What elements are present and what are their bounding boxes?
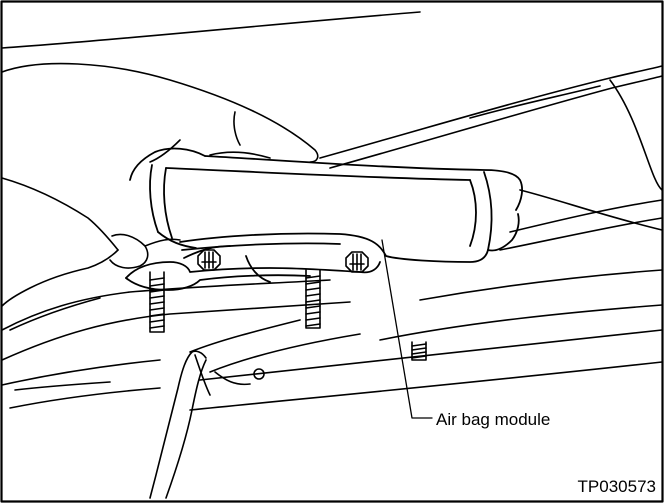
- instrument-panel-frame: [1, 279, 361, 409]
- mounting-stud-left: [149, 271, 165, 333]
- dashboard-panel: [189, 79, 663, 411]
- mounting-stud-right: [411, 341, 427, 361]
- air-bag-module-label: Air bag module: [436, 410, 551, 429]
- mounting-hole: [253, 368, 265, 380]
- right-hand: [149, 350, 207, 499]
- callout-leader-line: [381, 239, 433, 419]
- figure-code: TP030573: [577, 477, 656, 496]
- air-bag-module: [125, 147, 523, 291]
- bracket-nut-left: [197, 249, 221, 271]
- bracket-nut-right: [345, 251, 369, 273]
- windshield-lines: [1, 11, 663, 231]
- left-hand: [1, 62, 319, 331]
- mounting-stud-center: [305, 269, 321, 329]
